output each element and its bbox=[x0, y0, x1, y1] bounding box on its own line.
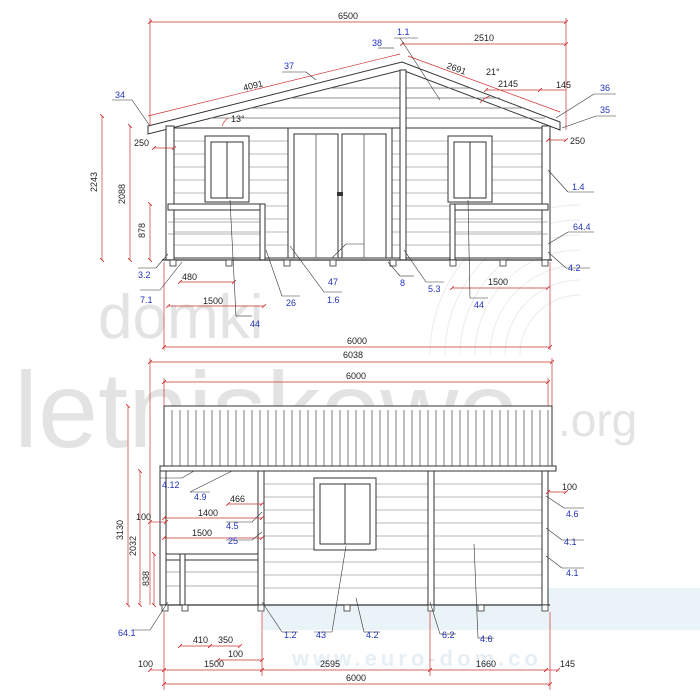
front-dim-6000: 6000 bbox=[347, 336, 367, 346]
side-dim-100-left: 100 bbox=[136, 512, 151, 522]
side-wall-logs bbox=[262, 483, 546, 589]
side-dim-6000-top: 6000 bbox=[346, 371, 366, 381]
front-ref-44-left: 44 bbox=[250, 319, 260, 329]
front-dim-6500: 6500 bbox=[338, 11, 358, 21]
front-ref-8: 8 bbox=[400, 278, 405, 288]
side-ref-4-12: 4.12 bbox=[162, 480, 180, 490]
side-ref-6-2: 6.2 bbox=[442, 630, 455, 640]
side-ref-4-2: 4.2 bbox=[366, 630, 379, 640]
side-dim-100-mid: 100 bbox=[228, 649, 243, 659]
front-elevation: 6500 2510 4091 2691 21° 2145 145 13° 250… bbox=[89, 11, 616, 350]
side-roof bbox=[163, 405, 553, 469]
front-dim-878: 878 bbox=[137, 223, 147, 238]
front-door-handle bbox=[337, 192, 343, 196]
front-rail-post-right bbox=[449, 203, 456, 261]
side-ref-1-2: 1.2 bbox=[284, 630, 297, 640]
side-roof-fascia bbox=[159, 465, 557, 472]
front-dim-250-left: 250 bbox=[134, 138, 149, 148]
front-rail-post-left bbox=[259, 203, 266, 261]
front-dim-480: 480 bbox=[182, 272, 197, 282]
front-rail-right bbox=[451, 203, 549, 211]
side-dim-6038: 6038 bbox=[343, 350, 363, 360]
front-post-mid bbox=[399, 69, 407, 261]
front-angle-21: 21° bbox=[486, 67, 500, 77]
side-wall-main bbox=[261, 470, 547, 606]
front-post-left bbox=[165, 125, 175, 261]
front-dim-2510: 2510 bbox=[474, 33, 494, 43]
watermark-eurodom: www.euro-dom.co bbox=[291, 646, 542, 671]
front-dim-2145: 2145 bbox=[498, 79, 518, 89]
front-ref-4-2: 4.2 bbox=[568, 263, 581, 273]
side-ref-64-1: 64.1 bbox=[118, 628, 136, 638]
front-ref-47: 47 bbox=[328, 277, 338, 287]
front-dim-1500-left: 1500 bbox=[203, 296, 223, 306]
side-ref-4-1-lower: 4.1 bbox=[566, 568, 579, 578]
side-elevation: 6038 6000 3130 2032 838 100 100 466 1400… bbox=[115, 350, 584, 690]
side-ref-4-1-upper: 4.1 bbox=[564, 537, 577, 547]
front-ref-5-3: 5.3 bbox=[428, 284, 441, 294]
front-foundation-blocks bbox=[169, 259, 549, 267]
side-ref-25: 25 bbox=[228, 536, 238, 546]
front-dim-2088: 2088 bbox=[117, 184, 127, 204]
front-dimension-lines bbox=[102, 18, 566, 350]
side-dim-838: 838 bbox=[141, 571, 151, 586]
side-post-wall-right bbox=[541, 470, 549, 606]
front-ref-3-2: 3.2 bbox=[138, 270, 151, 280]
front-leaders bbox=[112, 37, 616, 317]
side-ref-4-6-bottom: 4.6 bbox=[480, 634, 493, 644]
front-ref-44-right: 44 bbox=[474, 300, 484, 310]
front-rail-left bbox=[167, 203, 265, 211]
front-angle-13: 13° bbox=[231, 114, 245, 124]
side-dim-410: 410 bbox=[193, 635, 208, 645]
side-dim-1400: 1400 bbox=[198, 508, 218, 518]
side-dim-350: 350 bbox=[218, 635, 233, 645]
side-dim-6000-bottom: 6000 bbox=[346, 673, 366, 683]
side-ref-4-9: 4.9 bbox=[194, 492, 207, 502]
side-dim-100-bottom: 100 bbox=[138, 659, 153, 669]
front-ref-64-4: 64.4 bbox=[573, 222, 591, 232]
front-ref-1-1: 1.1 bbox=[397, 27, 410, 37]
side-dim-466: 466 bbox=[230, 494, 245, 504]
side-dim-1500: 1500 bbox=[192, 528, 212, 538]
side-dim-3130: 3130 bbox=[115, 520, 125, 540]
front-ref-1-6: 1.6 bbox=[327, 295, 340, 305]
side-foundation-blocks bbox=[161, 604, 549, 612]
side-dim-2032: 2032 bbox=[128, 536, 138, 556]
front-dim-1500-right: 1500 bbox=[488, 277, 508, 287]
front-ref-1-4: 1.4 bbox=[572, 182, 585, 192]
front-ref-38: 38 bbox=[372, 38, 382, 48]
side-ref-4-5: 4.5 bbox=[226, 521, 239, 531]
front-ref-36: 36 bbox=[600, 83, 610, 93]
side-dim-145: 145 bbox=[560, 659, 575, 669]
side-dimension-lines bbox=[128, 358, 566, 690]
front-rail-boards bbox=[168, 221, 548, 235]
front-dim-4091: 4091 bbox=[242, 78, 264, 93]
side-terrace-post bbox=[179, 553, 186, 606]
side-leaders bbox=[132, 470, 584, 639]
side-dim-1500-bottom: 1500 bbox=[204, 659, 224, 669]
front-ref-35: 35 bbox=[600, 105, 610, 115]
front-door-glazing bbox=[315, 134, 365, 258]
front-post-right bbox=[541, 125, 551, 261]
front-ref-26: 26 bbox=[286, 298, 296, 308]
front-dim-250-right: 250 bbox=[570, 136, 585, 146]
side-dim-100-right: 100 bbox=[562, 482, 577, 492]
front-ref-37: 37 bbox=[284, 61, 294, 71]
side-dim-2595: 2595 bbox=[320, 659, 340, 669]
side-post-wall-mid bbox=[427, 470, 435, 606]
side-terrace-rail bbox=[165, 553, 259, 561]
front-ref-34: 34 bbox=[115, 90, 125, 100]
side-ref-4-6-right: 4.6 bbox=[566, 509, 579, 519]
side-dim-1660: 1660 bbox=[476, 659, 496, 669]
front-ref-7-1: 7.1 bbox=[140, 295, 153, 305]
watermark-domki: domki bbox=[98, 283, 263, 352]
side-ref-43: 43 bbox=[316, 630, 326, 640]
front-dim-2243: 2243 bbox=[89, 172, 99, 192]
front-dim-145: 145 bbox=[556, 80, 571, 90]
side-roof-boards bbox=[171, 410, 549, 466]
watermark-org: .org bbox=[558, 394, 637, 446]
front-dim-2691: 2691 bbox=[445, 60, 467, 76]
